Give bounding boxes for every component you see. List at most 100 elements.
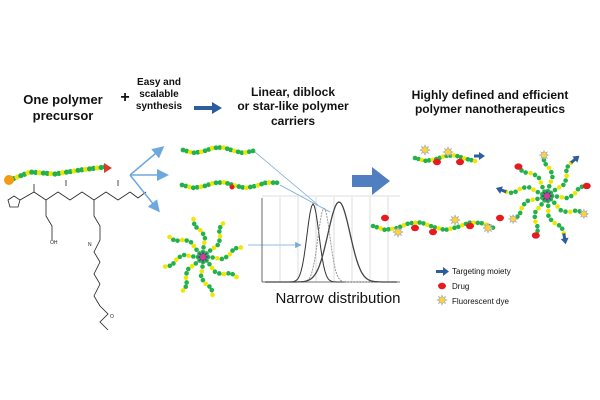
chain-bead (266, 180, 272, 185)
chain-bead (543, 161, 549, 167)
chain-bead (250, 148, 256, 154)
chain-bead (221, 145, 226, 150)
legend-drug-icon (438, 282, 446, 290)
chain-bead (236, 184, 242, 189)
chain-bead (200, 264, 205, 269)
chain-bead (209, 265, 215, 271)
chain-bead (221, 271, 227, 277)
chain-bead (233, 245, 239, 251)
chain-bead (171, 261, 176, 266)
fluorescent-dye-icon (419, 144, 431, 156)
chain-bead (423, 158, 428, 164)
chain-bead (183, 275, 189, 281)
chain-bead (190, 185, 196, 191)
synthesis-heading: Easy and scalable synthesis (135, 77, 183, 112)
chain-bead (440, 227, 446, 232)
chain-bead (234, 274, 239, 280)
chain-bead (213, 180, 219, 186)
chain-bead (546, 184, 552, 189)
chain-bead (436, 226, 442, 231)
connector-lines (248, 151, 331, 249)
chain-bead (210, 292, 215, 298)
drug-icon (531, 232, 540, 239)
chain-bead (555, 204, 560, 209)
chain-bead (98, 164, 104, 171)
chain-bead (401, 222, 407, 228)
chain-bead (572, 190, 578, 196)
chain-bead (230, 248, 235, 253)
chain-bead (226, 271, 231, 276)
chain-bead (184, 238, 189, 243)
legend-targeting-label: Targeting moiety (452, 267, 511, 276)
chain-bead (526, 185, 532, 190)
chain-bead (508, 190, 514, 196)
chain-bead (243, 150, 248, 155)
drug-icon (582, 182, 591, 190)
chain-bead (193, 261, 199, 266)
chain-bead (230, 271, 235, 277)
targeting-moiety-icon (495, 186, 507, 194)
chain-bead (211, 245, 217, 251)
chain-bead (533, 219, 538, 224)
chain-bead (186, 253, 192, 259)
chain-bead (530, 197, 535, 203)
linear-carrier (180, 145, 256, 156)
chain-bead (432, 225, 438, 230)
chain-bead (565, 164, 571, 169)
chain-bead (413, 220, 418, 226)
chain-bead (202, 183, 208, 189)
chain-bead (33, 169, 39, 176)
chain-bead (194, 184, 200, 190)
chain-bead (175, 238, 180, 243)
fluorescent-dye-icon (442, 146, 454, 158)
chain-bead (262, 180, 268, 186)
chain-bead (36, 170, 43, 176)
chain-bead (563, 209, 568, 214)
distribution-peak-3 (265, 201, 397, 283)
chain-bead (194, 225, 199, 230)
chain-bead (198, 227, 203, 233)
chain-bead (83, 166, 89, 172)
chain-bead (451, 153, 457, 158)
oh-label: OH (50, 240, 58, 246)
chain-bead (554, 194, 560, 199)
chain-bead (198, 273, 204, 279)
branch-arrows (129, 146, 169, 213)
chain-bead (191, 221, 197, 227)
chain-bead (521, 185, 527, 190)
star-carrier (162, 216, 244, 298)
chain-bead (219, 256, 225, 262)
chain-bead (556, 223, 562, 228)
chain-bead (535, 223, 540, 229)
chain-bead (210, 255, 215, 260)
chain-bead (458, 154, 464, 160)
drug-icon (466, 222, 474, 230)
chain-bead (469, 157, 474, 163)
diblock-carrier (179, 179, 280, 191)
chain-bead (75, 167, 81, 173)
chain-bead (521, 201, 527, 207)
chain-bead (207, 261, 212, 267)
chain-bead (519, 205, 524, 211)
chain-bead (397, 224, 403, 230)
chain-bead (71, 168, 77, 174)
fluorescent-dye-icon (449, 214, 461, 226)
chain-bead (217, 271, 222, 276)
nanotherapeutics-heading: Highly defined and efficient polymer nan… (411, 88, 569, 117)
chain-bead (479, 220, 485, 226)
chain-bead (459, 223, 465, 228)
chain-bead (209, 145, 215, 151)
chain-bead (199, 149, 204, 155)
chain-bead (191, 243, 197, 249)
chain-bead (532, 214, 538, 220)
chain-bead (551, 200, 557, 206)
orange-end-group-icon (4, 175, 14, 185)
chain-bead (462, 156, 467, 161)
chain-bead (177, 254, 183, 260)
targeting-moiety-icon (560, 233, 569, 245)
chain-bead (181, 252, 187, 258)
chain-bead (536, 175, 542, 181)
chain-bead (217, 238, 222, 243)
chain-bead (195, 149, 201, 155)
chain-bead (444, 227, 449, 232)
